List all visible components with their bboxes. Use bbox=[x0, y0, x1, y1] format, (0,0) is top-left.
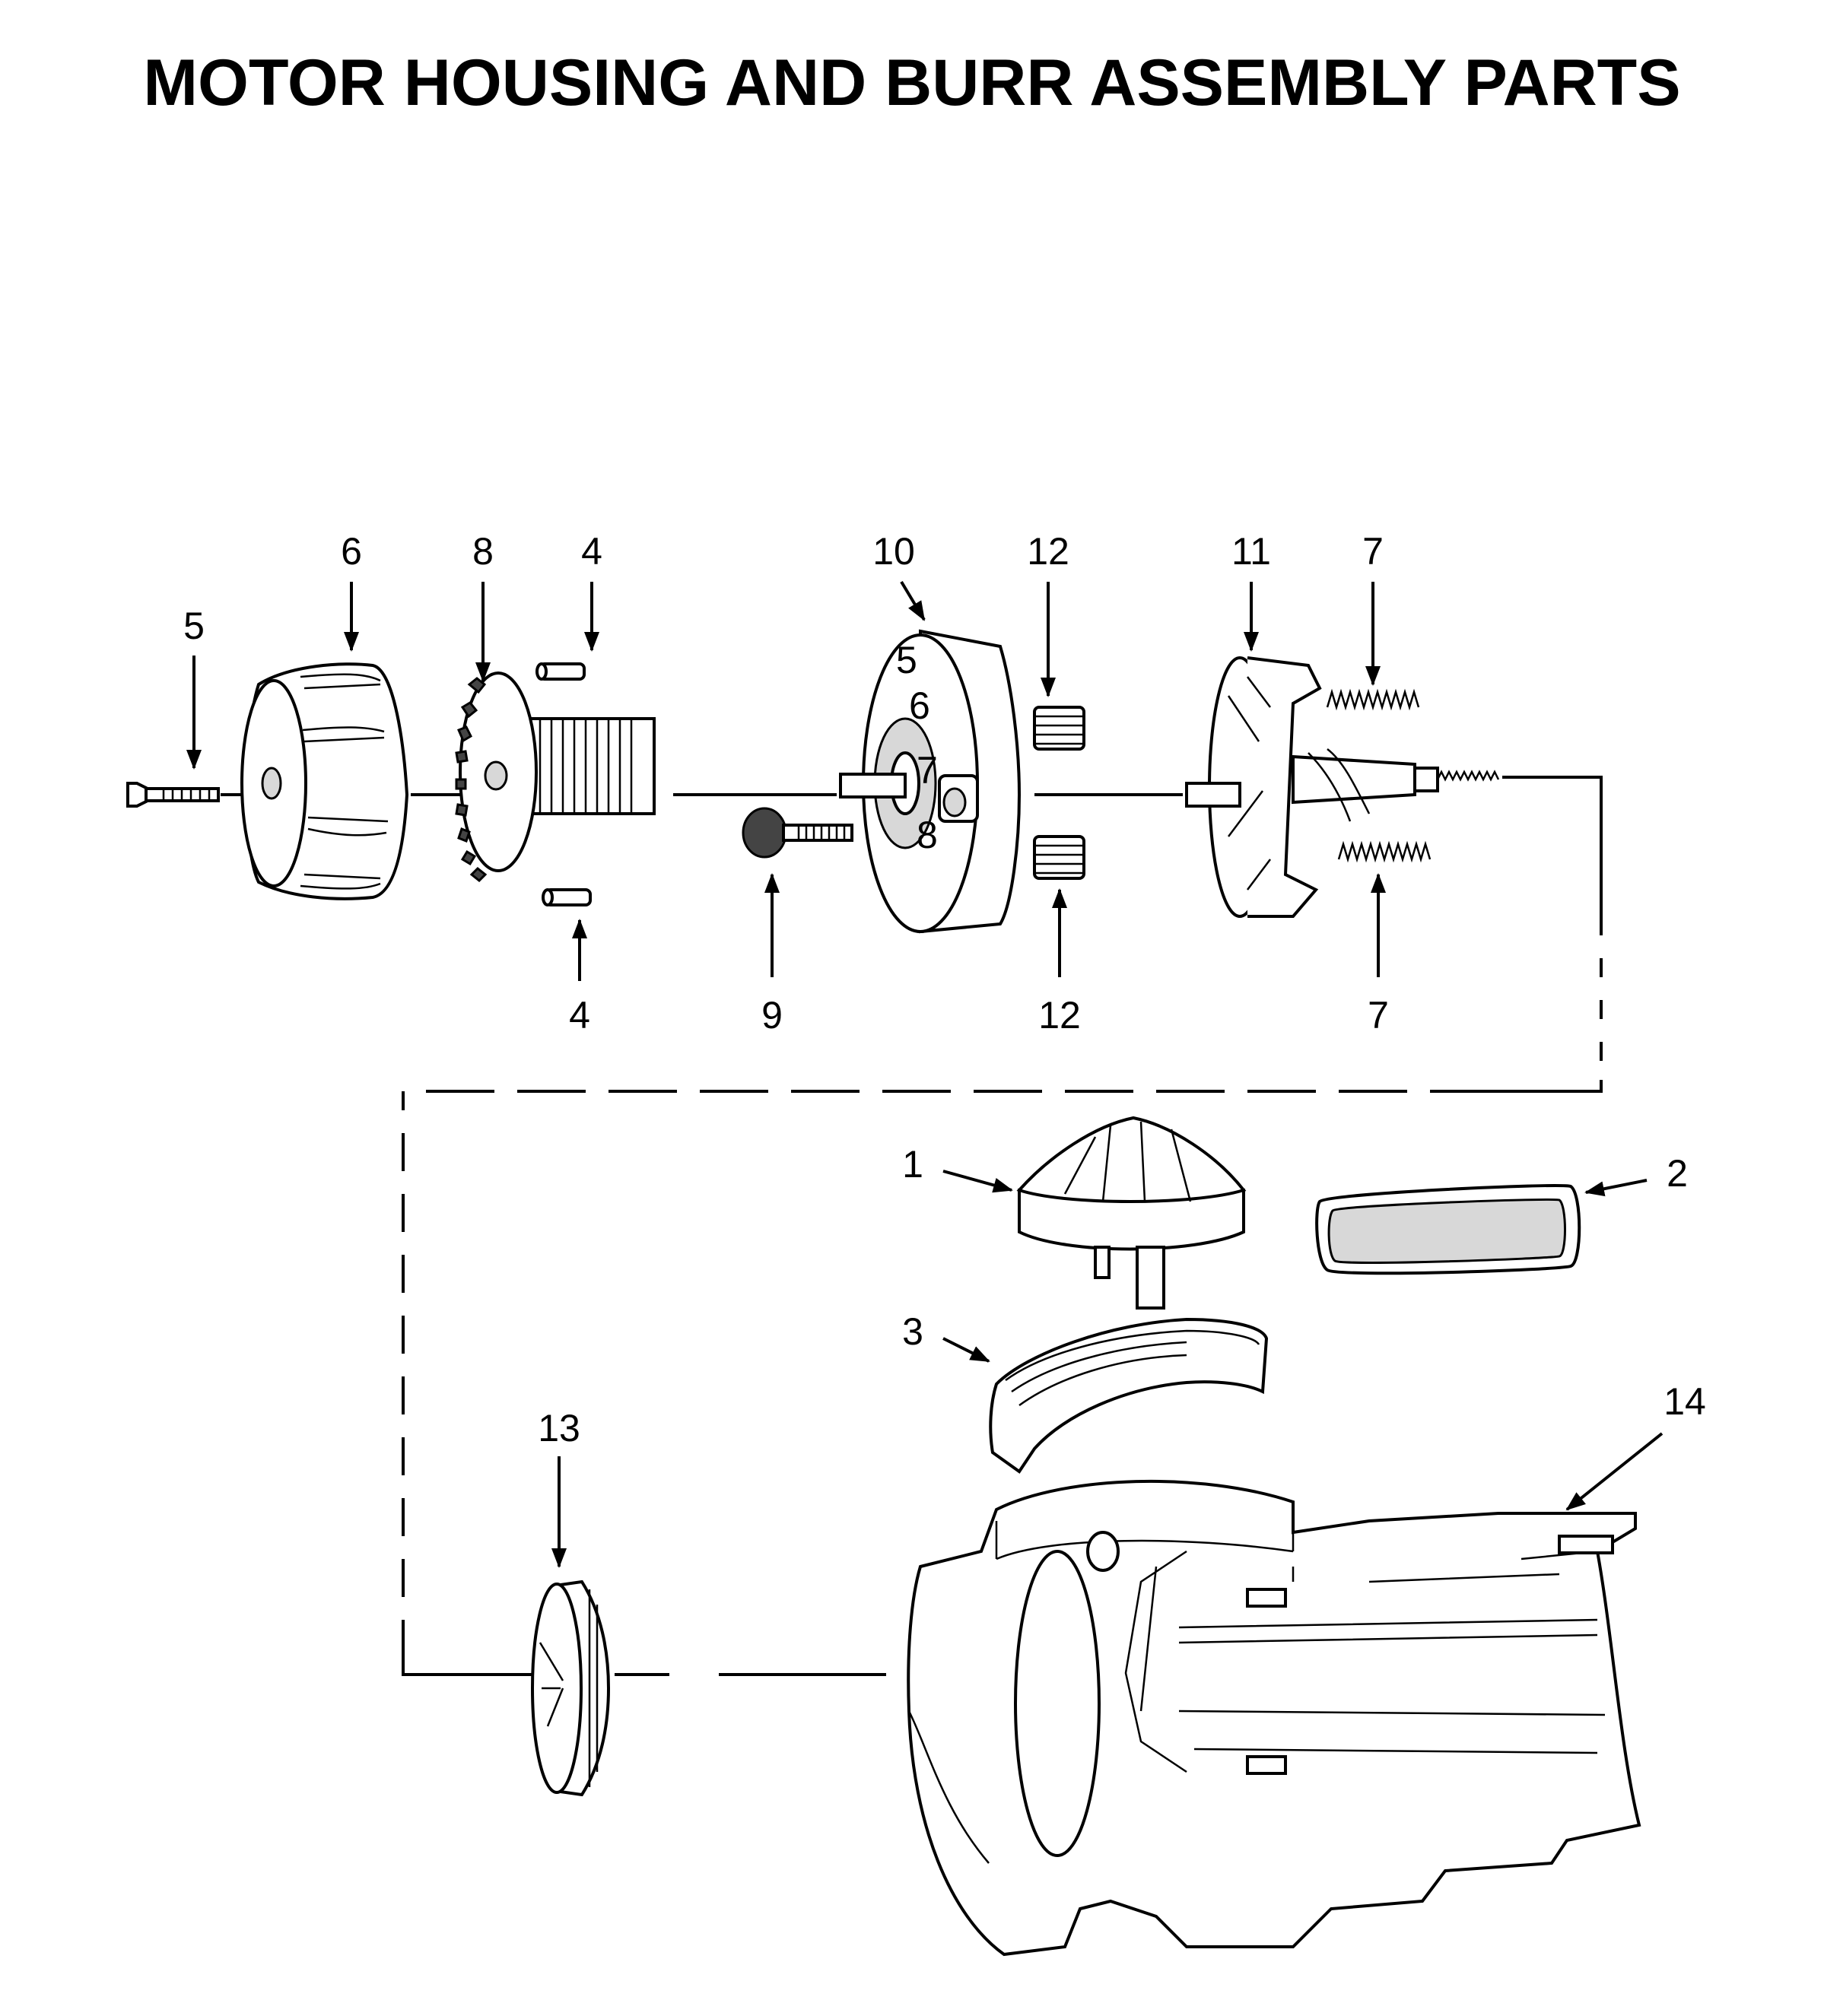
part-4-pin-bottom bbox=[542, 888, 592, 906]
callout-6: 6 bbox=[341, 530, 362, 573]
dial-number-5: 5 bbox=[896, 639, 917, 681]
callout-2: 2 bbox=[1667, 1152, 1688, 1195]
part-10-adjustment-ring: 5 6 7 8 bbox=[839, 629, 1022, 934]
callout-numbers: 5 6 8 4 10 12 11 7 4 9 12 7 1 2 3 14 13 bbox=[183, 530, 1706, 1449]
part-9-adjust-screw bbox=[742, 807, 853, 859]
callout-4-bottom: 4 bbox=[569, 994, 590, 1037]
callout-4-top: 4 bbox=[581, 530, 602, 573]
callout-3: 3 bbox=[902, 1310, 923, 1353]
callout-12-top: 12 bbox=[1027, 530, 1069, 573]
callout-5: 5 bbox=[183, 605, 205, 647]
part-2-gasket bbox=[1315, 1184, 1581, 1275]
part-3-burr-ring bbox=[989, 1317, 1269, 1474]
callout-leaders bbox=[186, 580, 1664, 1568]
callout-14: 14 bbox=[1664, 1380, 1706, 1423]
dial-number-8: 8 bbox=[917, 814, 938, 856]
part-7-spring-bottom bbox=[1337, 840, 1432, 863]
part-6-knob bbox=[240, 662, 409, 900]
callout-10: 10 bbox=[872, 530, 915, 573]
part-11-burr-carrier bbox=[1185, 656, 1439, 918]
part-7-spring-center bbox=[1436, 770, 1500, 782]
callout-7-top: 7 bbox=[1362, 530, 1384, 573]
callout-11: 11 bbox=[1231, 530, 1271, 573]
callout-9: 9 bbox=[761, 994, 783, 1037]
page-title: MOTOR HOUSING AND BURR ASSEMBLY PARTS bbox=[143, 46, 1681, 119]
part-7-spring-top bbox=[1326, 688, 1420, 711]
part-12-set-screw-bottom bbox=[1033, 835, 1085, 880]
callout-1: 1 bbox=[902, 1143, 923, 1186]
dial-number-7: 7 bbox=[917, 749, 938, 792]
dial-number-6: 6 bbox=[909, 684, 930, 727]
part-5-screw bbox=[126, 782, 220, 808]
callout-13: 13 bbox=[538, 1407, 580, 1449]
part-14-motor-housing bbox=[907, 1479, 1641, 1957]
callout-12-bottom: 12 bbox=[1038, 994, 1081, 1037]
callout-8: 8 bbox=[472, 530, 494, 573]
part-1-burr-cone bbox=[1016, 1116, 1247, 1310]
part-4-pin-top bbox=[535, 662, 586, 681]
part-12-set-screw-top bbox=[1033, 706, 1085, 751]
part-8-threaded-gear bbox=[455, 671, 656, 883]
assembly-centerline bbox=[221, 776, 1603, 1676]
part-13-drive-gear bbox=[531, 1579, 611, 1797]
callout-7-bottom: 7 bbox=[1368, 994, 1389, 1037]
